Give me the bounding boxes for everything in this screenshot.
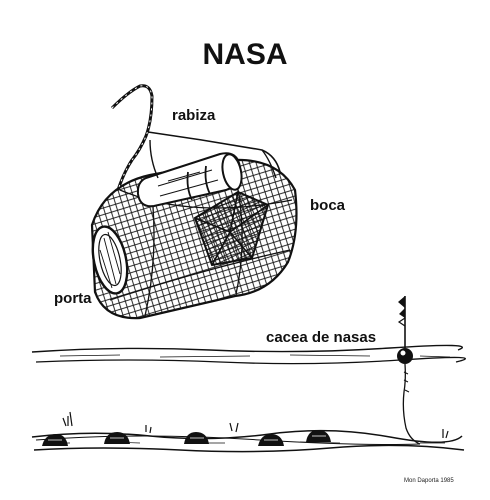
trap-rope [110,84,281,191]
label-porta: porta [54,290,92,307]
seabed-traps [42,430,331,446]
label-cacea-de-nasas: cacea de nasas [266,329,377,346]
trap-mouth [193,190,270,267]
trap-drawing [90,84,298,320]
water-surface [31,344,466,365]
label-boca: boca [310,197,346,214]
label-rabiza: rabiza [172,107,216,124]
trap-float [136,152,243,208]
buoy-with-flag [397,296,421,445]
author-credit: Mon Daporta 1985 [404,478,454,484]
diagram-title: NASA [202,38,288,71]
trap-door [91,225,129,295]
seabed [31,411,465,453]
